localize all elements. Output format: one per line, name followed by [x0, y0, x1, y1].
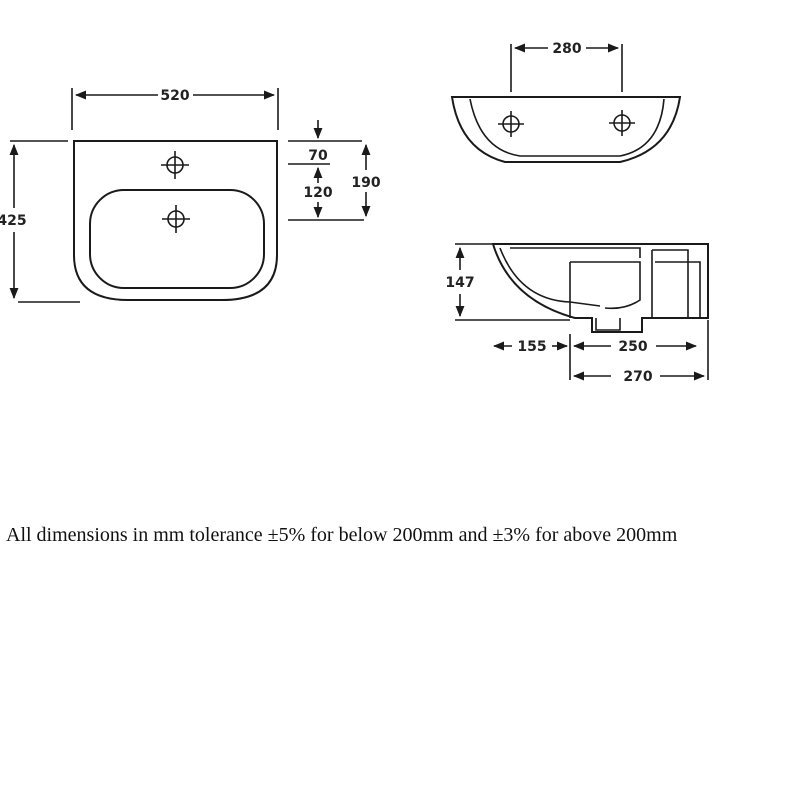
top-inner-outline: [469, 98, 665, 157]
front-view: 520 425 70 120 190: [0, 88, 381, 303]
top-right-hole-icon: [609, 110, 635, 136]
bowl-outline: [89, 189, 265, 289]
dim-top-hole-spacing: 280: [552, 41, 581, 57]
top-view: 280: [450, 41, 682, 163]
side-back-plate: [651, 249, 701, 318]
waste-hole-icon: [162, 205, 190, 233]
dim-tap-offset: 70: [308, 148, 328, 164]
side-basin-edge: [510, 247, 641, 258]
dim-side-height: 147: [445, 275, 474, 291]
tap-hole-icon: [161, 151, 189, 179]
top-outline: [450, 96, 682, 163]
basin-outline: [73, 140, 278, 301]
side-trap: [595, 318, 621, 331]
dim-front-width: 520: [160, 88, 189, 104]
dim-front-height: 425: [0, 213, 27, 229]
side-outline: [491, 243, 709, 333]
side-pedestal: [569, 261, 641, 318]
tolerance-note: All dimensions in mm tolerance ±5% for b…: [6, 524, 678, 546]
dim-side-front: 155: [517, 339, 546, 355]
dim-side-back: 270: [623, 369, 652, 385]
top-left-hole-icon: [498, 111, 524, 137]
dim-bowl-offset: 120: [303, 185, 332, 201]
dim-bowl-total: 190: [351, 175, 380, 191]
dim-side-mid: 250: [618, 339, 647, 355]
side-bowl-curve: [499, 247, 601, 307]
side-view: 147 155 250 270: [445, 243, 709, 385]
